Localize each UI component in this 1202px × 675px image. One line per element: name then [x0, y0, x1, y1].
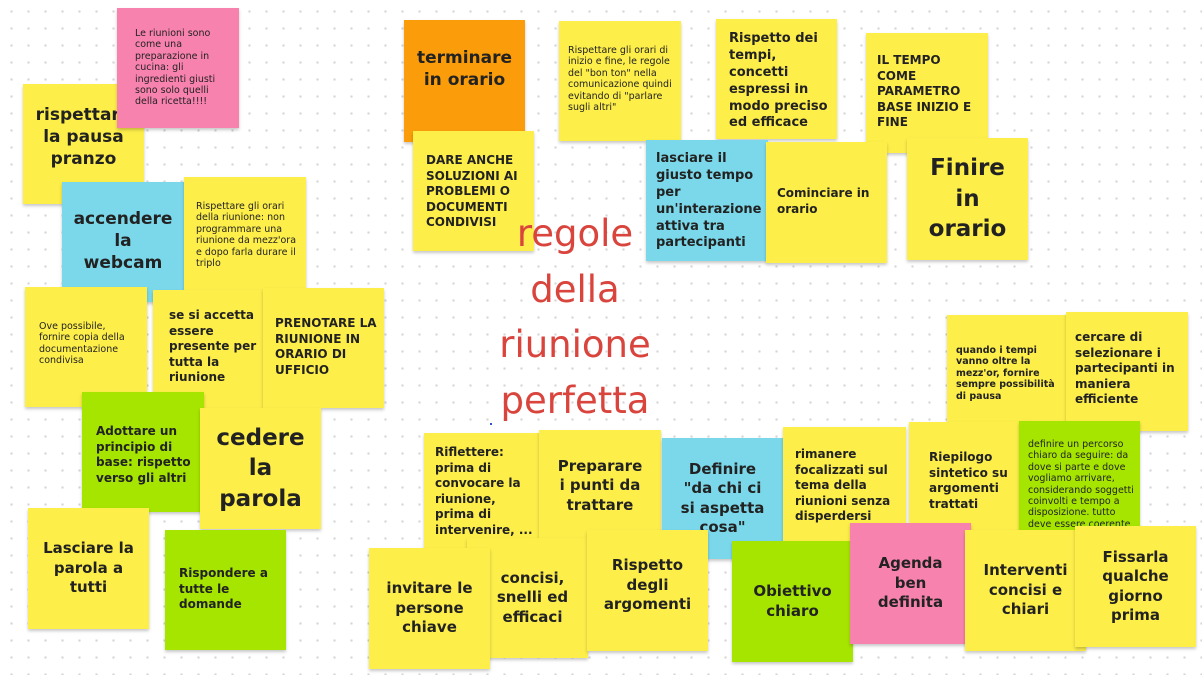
sticky-note-text: Riflettere: prima di convocare la riunio…: [435, 445, 533, 537]
sticky-note-text: IL TEMPO COME PARAMETRO BASE INIZIO E FI…: [877, 53, 972, 130]
sticky-note-invitare-persone-chiave[interactable]: invitare le persone chiave: [369, 548, 490, 669]
sticky-note-text: Fissarla qualche giorno prima: [1102, 547, 1169, 625]
sticky-note-giusto-tempo[interactable]: lasciare il giusto tempo per un'interazi…: [646, 140, 768, 261]
sticky-note-definire-percorso[interactable]: definire un percorso chiaro da seguire: …: [1019, 421, 1140, 541]
sticky-note-text: quando i tempi vanno oltre la mezz'or, f…: [956, 345, 1055, 402]
sticky-note-text: Riepilogo sintetico su argomenti trattat…: [929, 450, 1008, 511]
sticky-note-rispetto-dei-tempi[interactable]: Rispetto dei tempi, concetti espressi in…: [716, 19, 837, 139]
sticky-note-finire-in-orario[interactable]: Finire in orario: [907, 138, 1028, 260]
sticky-note-text: Rispondere a tutte le domande: [179, 566, 268, 612]
sticky-note-cominciare-in-orario[interactable]: Cominciare in orario: [766, 142, 887, 263]
board-title: regole della riunione perfetta: [499, 212, 651, 422]
sticky-note-text: accendere la webcam: [73, 209, 173, 273]
sticky-note-text: definire un percorso chiaro da seguire: …: [1028, 439, 1134, 530]
sticky-note-text: rimanere focalizzati sul tema della riun…: [795, 447, 891, 524]
sticky-note-text: Definire "da chi ci si aspetta cosa": [680, 459, 765, 537]
sticky-note-text: concisi, snelli ed efficaci: [496, 568, 569, 626]
sticky-note-text: Rispetto dei tempi, concetti espressi in…: [729, 31, 828, 131]
sticky-note-text: terminare in orario: [416, 48, 513, 90]
sticky-note-riepilogo-sintetico[interactable]: Riepilogo sintetico su argomenti trattat…: [909, 422, 1030, 543]
sticky-note-text: Cominciare in orario: [777, 186, 870, 216]
sticky-note-interventi-concisi[interactable]: Interventi concisi e chiari: [965, 530, 1086, 651]
sticky-note-prenotare-riunione[interactable]: PRENOTARE LA RIUNIONE IN ORARIO DI UFFIC…: [263, 288, 384, 408]
sticky-note-text: Rispetto degli argomenti: [603, 556, 692, 614]
sticky-note-text: Ove possibile, fornire copia della docum…: [39, 321, 125, 367]
sticky-note-lasciare-parola[interactable]: Lasciare la parola a tutti: [28, 508, 149, 629]
sticky-note-agenda-definita[interactable]: Agenda ben definita: [850, 523, 971, 644]
sticky-note-pausa-mezzora[interactable]: quando i tempi vanno oltre la mezz'or, f…: [947, 315, 1068, 436]
sticky-note-fissarla-prima[interactable]: Fissarla qualche giorno prima: [1075, 526, 1196, 647]
sticky-note-terminare-in-orario[interactable]: terminare in orario: [404, 20, 525, 142]
sticky-note-riunioni-cucina[interactable]: Le riunioni sono come una preparazione i…: [117, 8, 239, 128]
sticky-note-text: lasciare il giusto tempo per un'interazi…: [656, 151, 762, 251]
sticky-note-presente-tutta-riunione[interactable]: se si accetta essere presente per tutta …: [153, 290, 266, 408]
sticky-note-dare-soluzioni[interactable]: DARE ANCHE SOLUZIONI AI PROBLEMI O DOCUM…: [413, 131, 534, 251]
sticky-note-text: Lasciare la parola a tutti: [43, 539, 134, 597]
sticky-note-text: Interventi concisi e chiari: [983, 561, 1068, 619]
cursor-dot: [490, 423, 492, 425]
sticky-note-text: Rispettare gli orari di inizio e fine, l…: [568, 45, 672, 113]
sticky-note-text: invitare le persone chiave: [386, 579, 473, 637]
sticky-note-rispondere-domande[interactable]: Rispondere a tutte le domande: [165, 530, 286, 650]
sticky-note-bon-ton[interactable]: Rispettare gli orari di inizio e fine, l…: [559, 21, 681, 141]
sticky-note-text: Rispettare gli orari della riunione: non…: [196, 201, 297, 269]
sticky-note-text: Le riunioni sono come una preparazione i…: [135, 28, 216, 108]
sticky-note-obiettivo-chiaro[interactable]: Obiettivo chiaro: [732, 541, 853, 662]
sticky-note-text: Obiettivo chiaro: [753, 582, 832, 620]
sticky-note-text: Finire in orario: [928, 155, 1007, 243]
sticky-note-riflettere[interactable]: Riflettere: prima di convocare la riunio…: [424, 433, 545, 554]
sticky-note-text: Preparare i punti da trattare: [557, 456, 643, 514]
sticky-note-fornire-documentazione[interactable]: Ove possibile, fornire copia della docum…: [25, 287, 147, 407]
sticky-note-tempo-parametro[interactable]: IL TEMPO COME PARAMETRO BASE INIZIO E FI…: [866, 33, 988, 153]
sticky-note-text: Adottare un principio di base: rispetto …: [96, 424, 191, 485]
sticky-note-text: se si accetta essere presente per tutta …: [169, 308, 257, 385]
sticky-note-text: cedere la parola: [216, 424, 305, 512]
sticky-note-adottare-principio[interactable]: Adottare un principio di base: rispetto …: [82, 392, 204, 512]
sticky-note-rispettare-orari-riunione[interactable]: Rispettare gli orari della riunione: non…: [184, 177, 306, 293]
sticky-note-cedere-parola[interactable]: cedere la parola: [200, 408, 321, 529]
sticky-note-text: Agenda ben definita: [877, 554, 944, 612]
sticky-note-text: DARE ANCHE SOLUZIONI AI PROBLEMI O DOCUM…: [426, 153, 518, 230]
sticky-note-text: cercare di selezionare i partecipanti in…: [1075, 330, 1175, 407]
sticky-note-text: rispettare la pausa pranzo: [35, 105, 132, 169]
sticky-note-selezionare-partecipanti[interactable]: cercare di selezionare i partecipanti in…: [1066, 312, 1188, 431]
sticky-note-rispetto-argomenti[interactable]: Rispetto degli argomenti: [587, 530, 708, 651]
sticky-note-text: PRENOTARE LA RIUNIONE IN ORARIO DI UFFIC…: [275, 316, 377, 377]
sticky-note-accendere-webcam[interactable]: accendere la webcam: [62, 182, 184, 302]
